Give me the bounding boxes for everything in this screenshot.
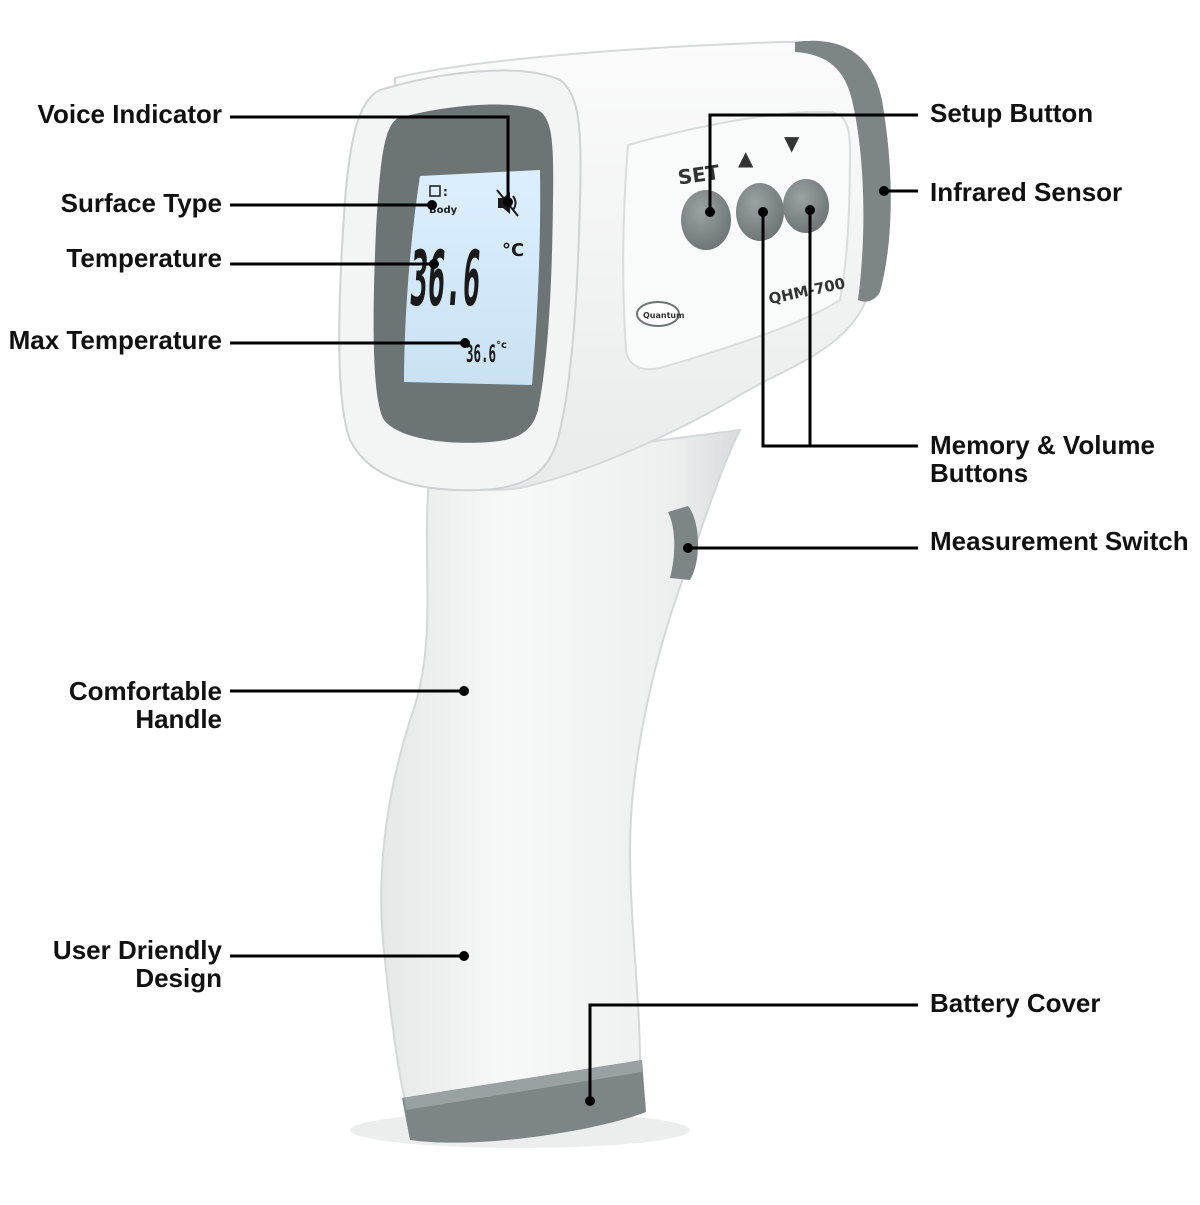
- label-measurement-switch: Measurement Switch: [930, 526, 1189, 556]
- lcd-temperature: 36.6: [407, 234, 483, 323]
- setup-button[interactable]: [681, 190, 731, 250]
- up-arrow-icon: ▲: [738, 146, 754, 170]
- label-infrared-sensor: Infrared Sensor: [930, 177, 1123, 207]
- set-label: SET: [676, 160, 721, 190]
- label-temperature: Temperature: [66, 243, 222, 273]
- label-max-temperature: Max Temperature: [8, 325, 222, 355]
- brand-badge: [636, 301, 680, 327]
- control-panel: [622, 110, 852, 370]
- label-memory-volume-buttons: Memory & Volume Buttons: [930, 430, 1155, 488]
- volume-button[interactable]: [783, 179, 829, 233]
- brand-label: Quantum: [643, 311, 684, 320]
- label-comfortable-handle: Comfortable Handle: [68, 676, 222, 734]
- label-setup-button: Setup Button: [930, 98, 1094, 128]
- label-user-design: User Driendly Design: [52, 935, 222, 993]
- measurement-trigger: [668, 506, 699, 580]
- leader-lines: [230, 113, 918, 1101]
- lcd-unit: °C: [502, 240, 524, 261]
- leader-dots: [427, 186, 889, 1106]
- leader-setup: [708, 113, 918, 212]
- lcd-screen: [404, 170, 541, 385]
- lcd-max-unit: °c: [496, 340, 507, 351]
- down-arrow-icon: ▼: [784, 131, 800, 155]
- label-surface-type: Surface Type: [60, 188, 222, 218]
- lcd-mode-label: Body: [429, 205, 458, 216]
- lcd-mode-colon: :: [443, 185, 448, 199]
- battery-cover-highlight: [404, 1060, 642, 1110]
- leader-voice: [230, 115, 510, 200]
- label-battery-cover: Battery Cover: [930, 988, 1101, 1018]
- leader-memory: [761, 212, 918, 448]
- mode-icon: [429, 185, 441, 197]
- label-voice-indicator: Voice Indicator: [37, 99, 222, 129]
- lcd-max-temperature: 36.6: [466, 340, 496, 368]
- infrared-sensor-cap: [795, 40, 891, 302]
- leader-battery: [588, 1003, 918, 1101]
